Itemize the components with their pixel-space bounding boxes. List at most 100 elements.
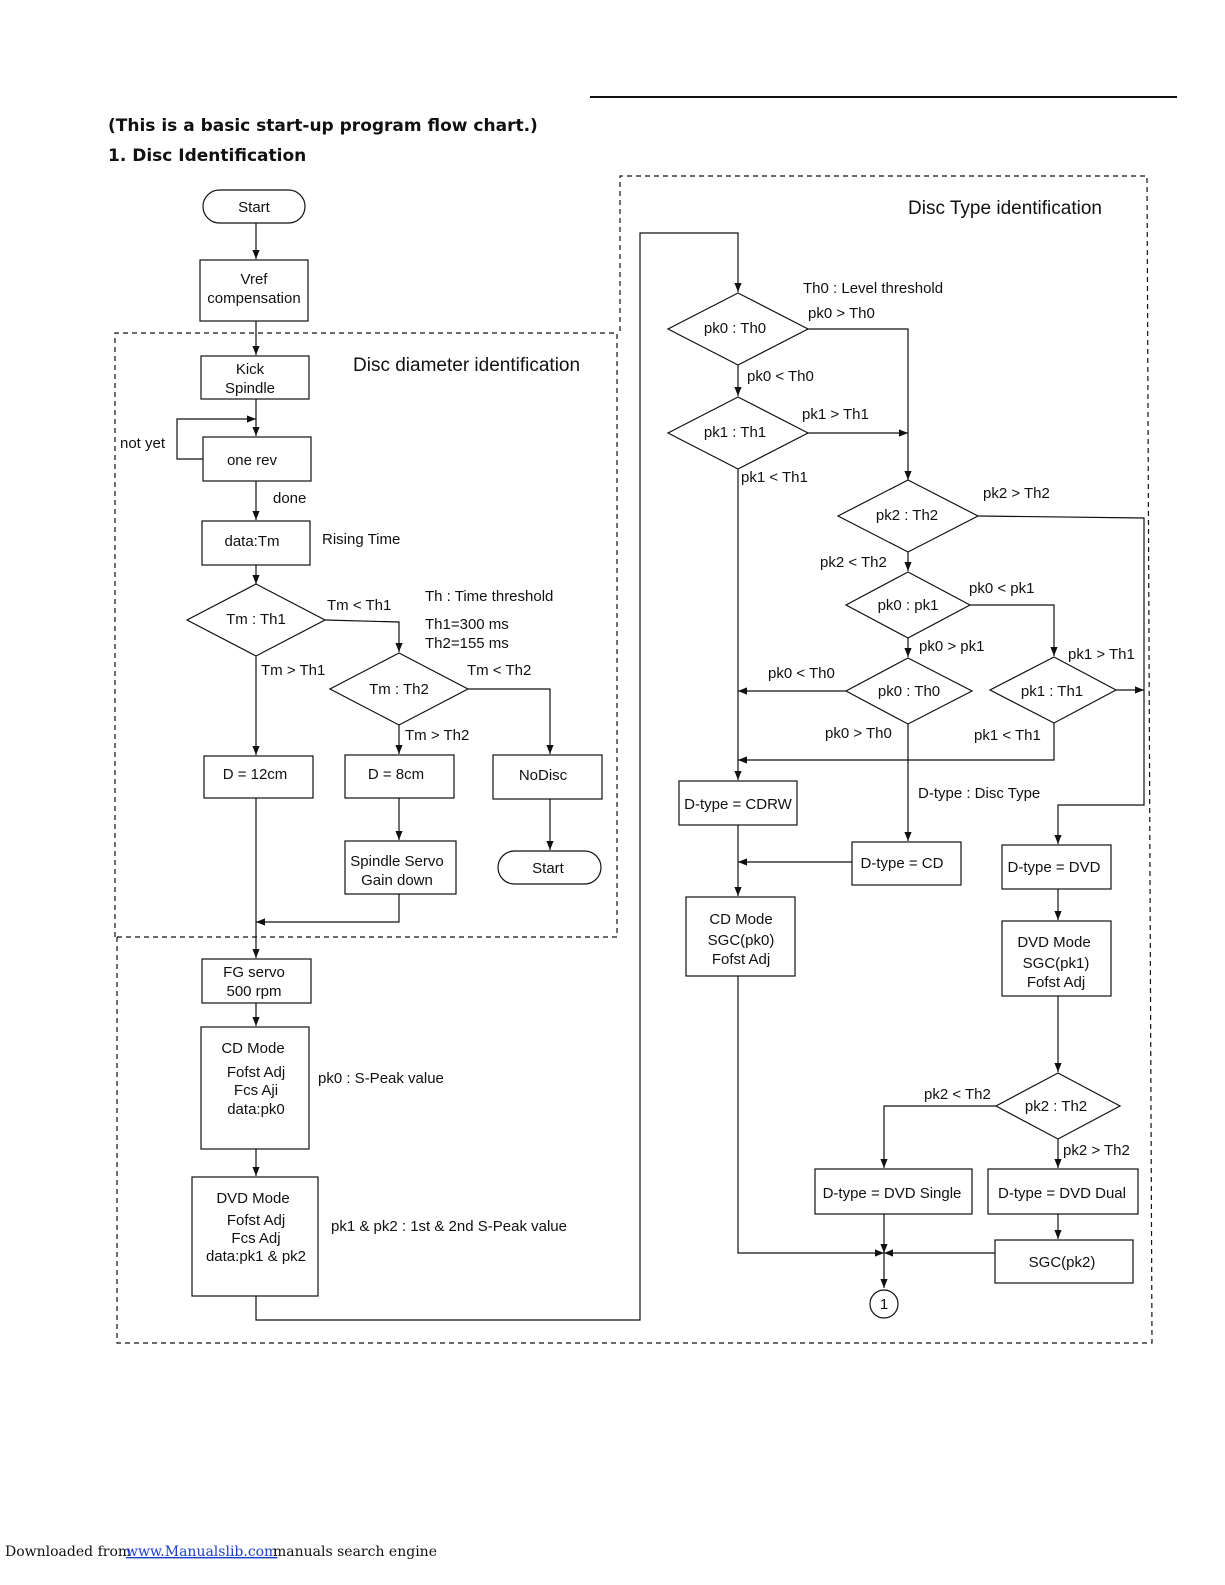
pk0-lt-th0-label: pk0 < Th0: [747, 368, 814, 385]
sgc-pk2-label: SGC(pk2): [1029, 1254, 1096, 1271]
tm-gt-th2-label: Tm > Th2: [405, 727, 469, 744]
cd-mode-box: [200, 1026, 310, 1150]
pk0-lt-th0b-label: pk0 < Th0: [768, 665, 835, 682]
footer-suffix: manuals search engine: [273, 1544, 437, 1560]
dvdmode-line3: Fcs Adj: [231, 1230, 280, 1247]
dtype-cd-label: D-type = CD: [861, 855, 944, 872]
tm-lt-th1-label: Tm < Th1: [327, 597, 391, 614]
pk1-th1b-label: pk1 : Th1: [1021, 683, 1083, 700]
kick-spindle-box: [200, 355, 310, 400]
one-rev-box: [202, 436, 312, 482]
pk0-th0-label: pk0 : Th0: [704, 320, 766, 337]
d-12cm-box: [203, 755, 314, 799]
tm-th2-label: Tm : Th2: [369, 681, 429, 698]
pk0-pk1-label: pk0 : pk1: [878, 597, 939, 614]
pk1-th1-label: pk1 : Th1: [704, 424, 766, 441]
rising-time-label: Rising Time: [322, 531, 400, 548]
dvdmode2-line3: Fofst Adj: [1027, 974, 1085, 991]
dvdmode2-line2: SGC(pk1): [1023, 955, 1090, 972]
connector-label: 1: [880, 1296, 888, 1313]
dvdmode-line4: data:pk1 & pk2: [206, 1248, 306, 1265]
cdmode2-line2: SGC(pk0): [708, 932, 775, 949]
dtype-dvd-dual-box: [987, 1168, 1139, 1215]
dtype-cdrw-box: [678, 780, 798, 826]
pk1-lt-th1b-label: pk1 < Th1: [974, 727, 1041, 744]
th1-value-label: Th1=300 ms: [425, 616, 509, 633]
vref-line2: compensation: [207, 290, 300, 307]
cdmode-line1: CD Mode: [221, 1040, 284, 1057]
region-type-title: Disc Type identification: [908, 198, 1102, 219]
pk2-gt-th2b-label: pk2 > Th2: [1063, 1142, 1130, 1159]
dvd-mode2-box: [1001, 920, 1112, 997]
cdmode2-line3: Fofst Adj: [712, 951, 770, 968]
connector-1: [869, 1289, 899, 1319]
one-rev-label: one rev: [227, 452, 278, 469]
d-8cm-box: [344, 754, 455, 799]
cdmode2-line1: CD Mode: [709, 911, 772, 928]
pk12-speak-label: pk1 & pk2 : 1st & 2nd S-Peak value: [331, 1218, 567, 1235]
pk0-speak-label: pk0 : S-Peak value: [318, 1070, 444, 1087]
nodisc-label: NoDisc: [519, 767, 568, 784]
nodisc-box: [492, 754, 603, 800]
dvdmode-line1: DVD Mode: [216, 1190, 289, 1207]
dtype-dvd-single-box: [814, 1168, 973, 1215]
pk0-lt-pk1-label: pk0 < pk1: [969, 580, 1034, 597]
start2-label: Start: [532, 860, 565, 877]
section-title: 1. Disc Identification: [108, 146, 306, 166]
pk0-gt-pk1-label: pk0 > pk1: [919, 638, 984, 655]
pk2-lt-th2b-label: pk2 < Th2: [924, 1086, 991, 1103]
pk0-gt-th0-label: pk0 > Th0: [808, 305, 875, 322]
pk2-th2b-label: pk2 : Th2: [1025, 1098, 1087, 1115]
spindle-servo-box: [344, 840, 457, 895]
pk2-gt-th2-label: pk2 > Th2: [983, 485, 1050, 502]
fg-line1: FG servo: [223, 964, 285, 981]
dtype-dvd-label: D-type = DVD: [1008, 859, 1101, 876]
fg-servo-box: [201, 958, 312, 1004]
pk1-lt-th1-label: pk1 < Th1: [741, 469, 808, 486]
kick-line2: Spindle: [225, 380, 275, 397]
start-terminal-2: [497, 850, 602, 885]
cdmode-line3: Fcs Aji: [234, 1082, 278, 1099]
th-time-label: Th : Time threshold: [425, 588, 553, 605]
start-label: Start: [238, 199, 271, 216]
dtype-dvd-box: [1001, 844, 1112, 890]
start-terminal: [202, 189, 306, 224]
not-yet-label: not yet: [120, 435, 166, 452]
program-note: (This is a basic start-up program flow c…: [108, 116, 538, 136]
dvdmode-line2: Fofst Adj: [227, 1212, 285, 1229]
sgc-pk2-box: [994, 1239, 1134, 1284]
pk0-gt-th0b-label: pk0 > Th0: [825, 725, 892, 742]
d-12cm-label: D = 12cm: [223, 766, 288, 783]
done-label: done: [273, 490, 306, 507]
tm-gt-th1-label: Tm > Th1: [261, 662, 325, 679]
pk0-th0b-label: pk0 : Th0: [878, 683, 940, 700]
vref-line1: Vref: [241, 271, 269, 288]
pk1-gt-th1b-label: pk1 > Th1: [1068, 646, 1135, 663]
servo-line1: Spindle Servo: [350, 853, 443, 870]
th2-value-label: Th2=155 ms: [425, 635, 509, 652]
dtype-cdrw-label: D-type = CDRW: [684, 796, 793, 813]
vref-box: [199, 259, 309, 322]
pk2-lt-th2-label: pk2 < Th2: [820, 554, 887, 571]
cd-mode2-box: [685, 896, 796, 977]
pk2-th2-label: pk2 : Th2: [876, 507, 938, 524]
kick-line1: Kick: [236, 361, 265, 378]
tm-th1-label: Tm : Th1: [226, 611, 286, 628]
pk1-gt-th1-label: pk1 > Th1: [802, 406, 869, 423]
data-tm-label: data:Tm: [224, 533, 279, 550]
dvd-dual-label: D-type = DVD Dual: [998, 1185, 1126, 1202]
dvd-single-label: D-type = DVD Single: [823, 1185, 962, 1202]
manualslib-link[interactable]: www.Manualslib.com: [126, 1544, 277, 1560]
cdmode-line2: Fofst Adj: [227, 1064, 285, 1081]
region-outer-border: [116, 175, 1153, 1344]
dvd-mode-box: [191, 1176, 319, 1297]
region-diameter-title: Disc diameter identification: [353, 355, 580, 376]
dtype-cd-box: [851, 841, 962, 886]
servo-line2: Gain down: [361, 872, 433, 889]
dvdmode2-line1: DVD Mode: [1017, 934, 1090, 951]
footer-prefix: Downloaded from: [5, 1544, 131, 1560]
cdmode-line4: data:pk0: [227, 1101, 285, 1118]
data-tm-box: [201, 520, 311, 566]
d-8cm-label: D = 8cm: [368, 766, 424, 783]
